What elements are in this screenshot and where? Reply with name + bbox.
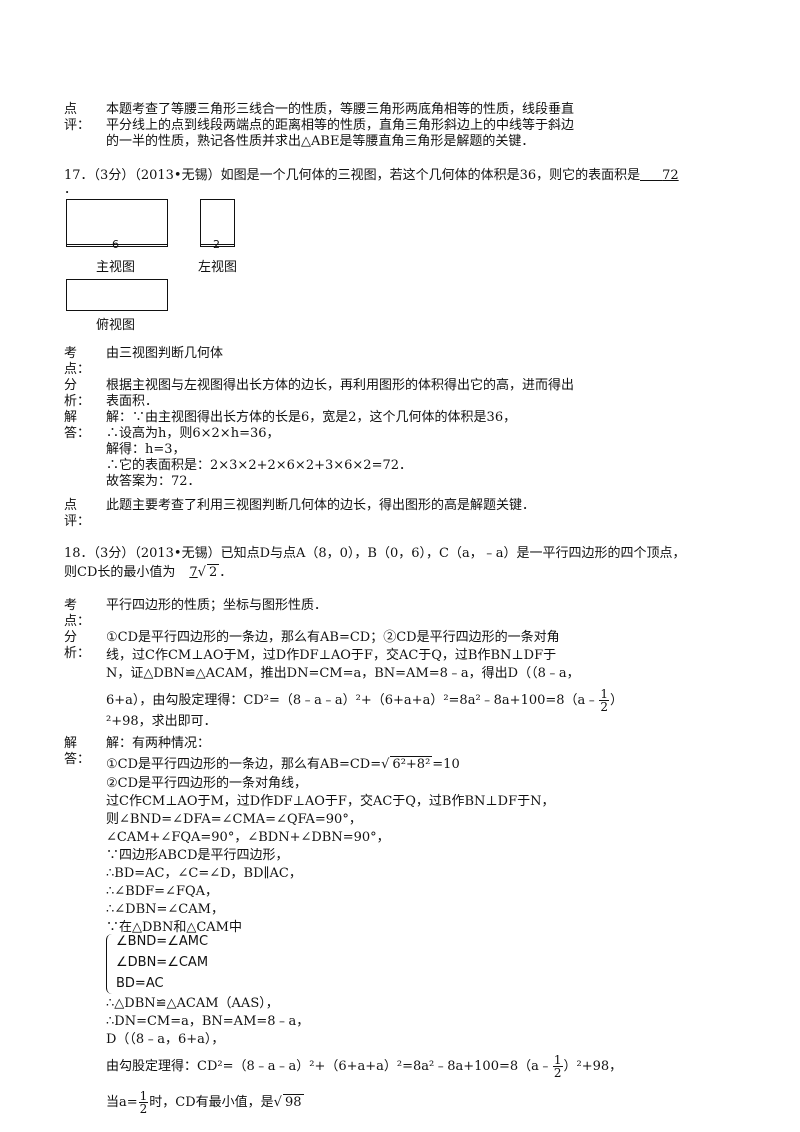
jieda-label-1: 解: [64, 736, 78, 751]
front-view-rect: [66, 199, 168, 247]
p18-fenxi-line: N，证△DBN≌△ACAM，推出DN=CM=a，BN=AM=8﹣a，得出D（（8…: [106, 666, 580, 681]
p18-jieda-line: ∴BD=AC，∠C=∠D，BD∥AC，: [106, 866, 302, 881]
dianping-label-1: 点: [64, 498, 78, 513]
p17-question-text: 17．（3分）（2013•无锡）如图是一个几何体的三视图，若这个几何体的体积是3…: [64, 168, 641, 183]
p17-fenxi-line: 根据主视图与左视图得出长方体的边长，再利用图形的体积得出它的高，进而得出: [106, 378, 575, 393]
left-view-rect: [200, 199, 235, 247]
p18-jieda-line: ∴DN=CM=a，BN=AM=8﹣a，: [106, 1014, 310, 1029]
fraction-numerator: 1: [138, 1089, 149, 1103]
fenxi-label-1: 分: [64, 630, 78, 645]
kaodian-label-1: 考: [64, 598, 78, 613]
p18-answer-coef: 7: [189, 565, 198, 580]
p18-jieda-l2-text: ①CD是平行四边形的一条边，那么有AB=CD=: [106, 757, 382, 772]
jieda-label-2: 答：: [64, 426, 91, 441]
p17-question: 17．（3分）（2013•无锡）如图是一个几何体的三视图，若这个几何体的体积是3…: [64, 168, 679, 184]
p18-fenxi-line: ²+98，求出即可．: [106, 714, 217, 729]
left-view-caption: 左视图: [198, 260, 238, 275]
p18-fenxi-line: 6+a），由勾股定理得：CD²=（8﹣a﹣a）²+（6+a+a）²=8a²﹣8a…: [106, 688, 623, 713]
kaodian-label-2: 点：: [64, 614, 91, 629]
p18-jieda-line: ∴∠BDF=∠FQA，: [106, 884, 219, 899]
p17-jieda-line: 解：∵由主视图得出长方体的长是6，宽是2，这个几何体的体积是36，: [106, 410, 517, 425]
p18-answer-rad: 2: [206, 564, 220, 580]
dianping-label-2: 评：: [64, 118, 91, 133]
p16-dianping-line: 平分线上的点到线段两端点的距离相等的性质，直角三角形斜边上的中线等于斜边: [106, 118, 575, 133]
fraction-denominator: 2: [600, 700, 608, 714]
brace-item: ∠DBN=∠CAM: [116, 955, 209, 970]
p18-jieda-l16-mid: 时，CD有最小值，是: [149, 1095, 274, 1110]
p17-dianping: 此题主要考查了利用三视图判断几何体的边长，得出图形的高是解题关键．: [106, 498, 536, 513]
p18-jieda-line: 解：有两种情况：: [106, 736, 211, 751]
p16-dianping-line: 本题考查了等腰三角形三线合一的性质，等腰三角形两底角相等的性质，线段垂直: [106, 102, 575, 117]
p18-jieda-l15-post: ）²+98，: [563, 1059, 623, 1074]
fraction-numerator: 1: [552, 1053, 563, 1067]
kaodian-label-1: 考: [64, 346, 78, 361]
sqrt-icon: √: [197, 565, 206, 580]
fraction-denominator: 2: [139, 1102, 148, 1116]
brace-icon: [106, 934, 115, 994]
top-view-rect: [66, 279, 168, 311]
jieda-label-2: 答：: [64, 752, 91, 767]
p18-answer: 7√2: [175, 564, 220, 580]
p18-question-pre: 则CD长的最小值为: [64, 565, 176, 580]
p18-fenxi-line4-text: 6+a），由勾股定理得：CD²=（8﹣a﹣a）²+（6+a+a）²=8a²﹣8a…: [106, 693, 599, 708]
fenxi-label-2: 析：: [64, 646, 91, 661]
p18-fenxi-line: 线，过C作CM⊥AO于M，过D作DF⊥AO于F，交AC于Q，过B作BN⊥DF于: [106, 648, 557, 663]
fenxi-label-1: 分: [64, 378, 78, 393]
p18-jieda-line: 过C作CM⊥AO于M，过D作DF⊥AO于F，交AC于Q，过B作BN⊥DF于N，: [106, 794, 555, 809]
p18-kaodian: 平行四边形的性质；坐标与图形性质．: [106, 598, 328, 613]
sqrt-icon: √: [381, 757, 390, 772]
p18-jieda-line: ∴△DBN≌△ACAM（AAS），: [106, 996, 279, 1011]
sqrt-icon: √: [273, 1095, 282, 1110]
p18-jieda-l16-pre: 当a=: [106, 1095, 138, 1110]
dianping-label-1: 点: [64, 102, 78, 117]
p18-jieda-line: ①CD是平行四边形的一条边，那么有AB=CD=√6²+8²=10: [106, 756, 460, 773]
p18-question-tail: ．: [219, 565, 233, 580]
p18-jieda-line: ∵在△DBN和△CAM中: [106, 920, 242, 935]
dianping-label-2: 评：: [64, 514, 91, 529]
brace-item: BD=AC: [116, 976, 164, 991]
p17-jieda-line: 故答案为：72．: [106, 474, 201, 489]
p17-jieda-line: 解得：h=3，: [106, 442, 186, 457]
p18-jieda-line: ∴∠DBN=∠CAM，: [106, 902, 224, 917]
p17-question-tail: ．: [64, 182, 78, 197]
p18-jieda-line: 由勾股定理得：CD²=（8﹣a﹣a）²+（6+a+a）²=8a²﹣8a+100=…: [106, 1054, 622, 1079]
fraction-denominator: 2: [553, 1066, 562, 1080]
p17-jieda-line: ∴它的表面积是：2×3×2+2×6×2+3×6×2=72．: [106, 458, 413, 473]
brace-item: ∠BND=∠AMC: [116, 934, 209, 949]
p17-jieda-line: ∴设高为h，则6×2×h=36，: [106, 426, 280, 441]
left-dim-label: 2: [213, 238, 220, 251]
p17-kaodian: 由三视图判断几何体: [106, 346, 224, 361]
p18-fenxi-line4-tail: ）: [609, 693, 623, 708]
jieda-label-1: 解: [64, 410, 78, 425]
p18-jieda-line: D（（8﹣a，6+a），: [106, 1032, 225, 1047]
p18-jieda-line: ∵四边形ABCD是平行四边形，: [106, 848, 289, 863]
p18-question-line1: 18．（3分）（2013•无锡）已知点D与点A（8，0），B（0，6），C（a，…: [64, 546, 686, 561]
p18-jieda-line: 则∠BND=∠DFA=∠CMA=∠QFA=90°，: [106, 812, 362, 827]
top-view-caption: 俯视图: [96, 318, 136, 333]
p18-jieda-line: ②CD是平行四边形的一条对角线，: [106, 776, 308, 791]
front-dim-label: 6: [112, 238, 119, 251]
left-dim-line: [201, 244, 234, 245]
kaodian-label-2: 点：: [64, 362, 91, 377]
p18-jieda-l16-rad: 98: [282, 1094, 304, 1110]
p17-fenxi-line: 表面积．: [106, 394, 159, 409]
p18-fenxi-line: ①CD是平行四边形的一条边，那么有AB=CD；②CD是平行四边形的一条对角: [106, 630, 560, 645]
p18-jieda-l2-post: =10: [432, 757, 460, 772]
fenxi-label-2: 析：: [64, 394, 91, 409]
p18-jieda-line: ∠CAM+∠FQA=90°，∠BDN+∠DBN=90°，: [106, 830, 390, 845]
front-dim-line: [67, 244, 167, 245]
front-view-caption: 主视图: [96, 260, 136, 275]
p16-dianping-line: 的一半的性质，熟记各性质并求出△ABE是等腰直角三角形是解题的关键．: [106, 134, 535, 149]
p18-jieda-l2-rad: 6²+8²: [390, 756, 433, 772]
fraction-numerator: 1: [599, 687, 609, 701]
p17-answer: 72: [662, 168, 679, 183]
p18-jieda-l15-text: 由勾股定理得：CD²=（8﹣a﹣a）²+（6+a+a）²=8a²﹣8a+100=…: [106, 1059, 552, 1074]
